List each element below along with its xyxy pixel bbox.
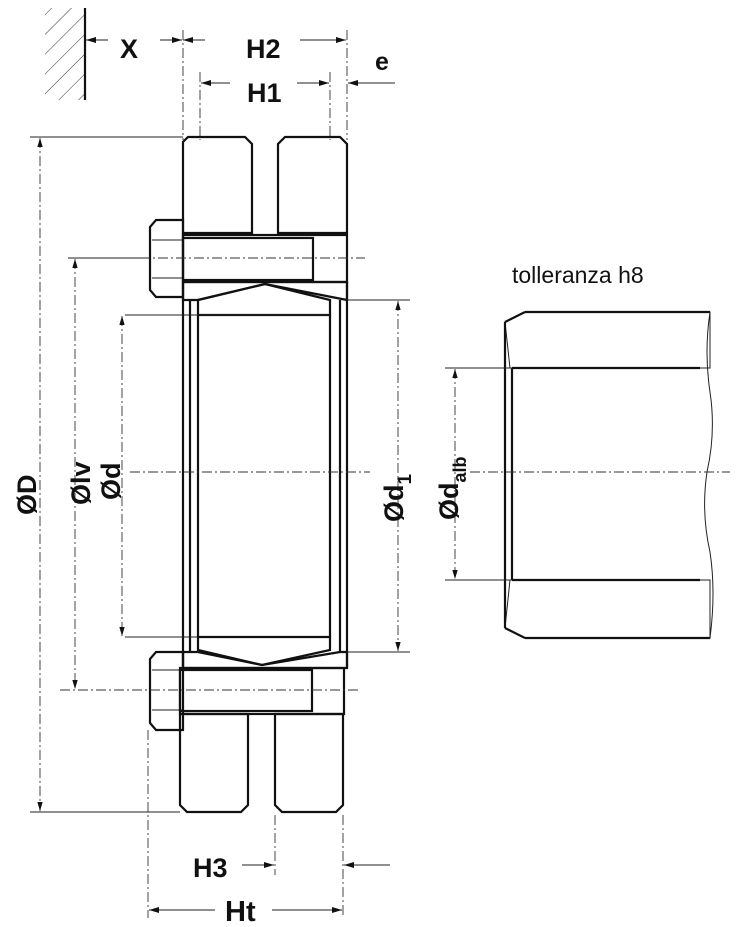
lower-cone <box>181 635 349 670</box>
dim-e-label: e <box>375 48 389 76</box>
dim-h2-label: H2 <box>246 34 281 64</box>
dim-od-label: ØD <box>12 475 42 516</box>
dim-h1-label: H1 <box>247 78 282 108</box>
lower-bolt <box>60 650 360 732</box>
dim-odalb-label: Ødalb <box>434 456 470 520</box>
inner-sleeve <box>125 282 370 668</box>
dim-h3-label: H3 <box>193 853 228 883</box>
dim-olv-label: Ølv <box>66 461 96 505</box>
top-dimensions <box>86 30 395 140</box>
dim-x-label: X <box>120 34 138 64</box>
dim-ht-label: Ht <box>225 896 256 927</box>
shaft <box>445 310 730 640</box>
lower-rings <box>178 712 345 814</box>
upper-cone <box>181 280 349 317</box>
tolerance-note: tolleranza h8 <box>512 262 644 288</box>
upper-rings <box>181 135 349 235</box>
vertical-dimensions <box>30 136 410 813</box>
bottom-dimensions <box>147 730 390 918</box>
dim-od-inner-label: Ød <box>96 463 126 501</box>
dim-od1-label: Ød1 <box>379 474 416 523</box>
wall-reference <box>45 8 87 100</box>
